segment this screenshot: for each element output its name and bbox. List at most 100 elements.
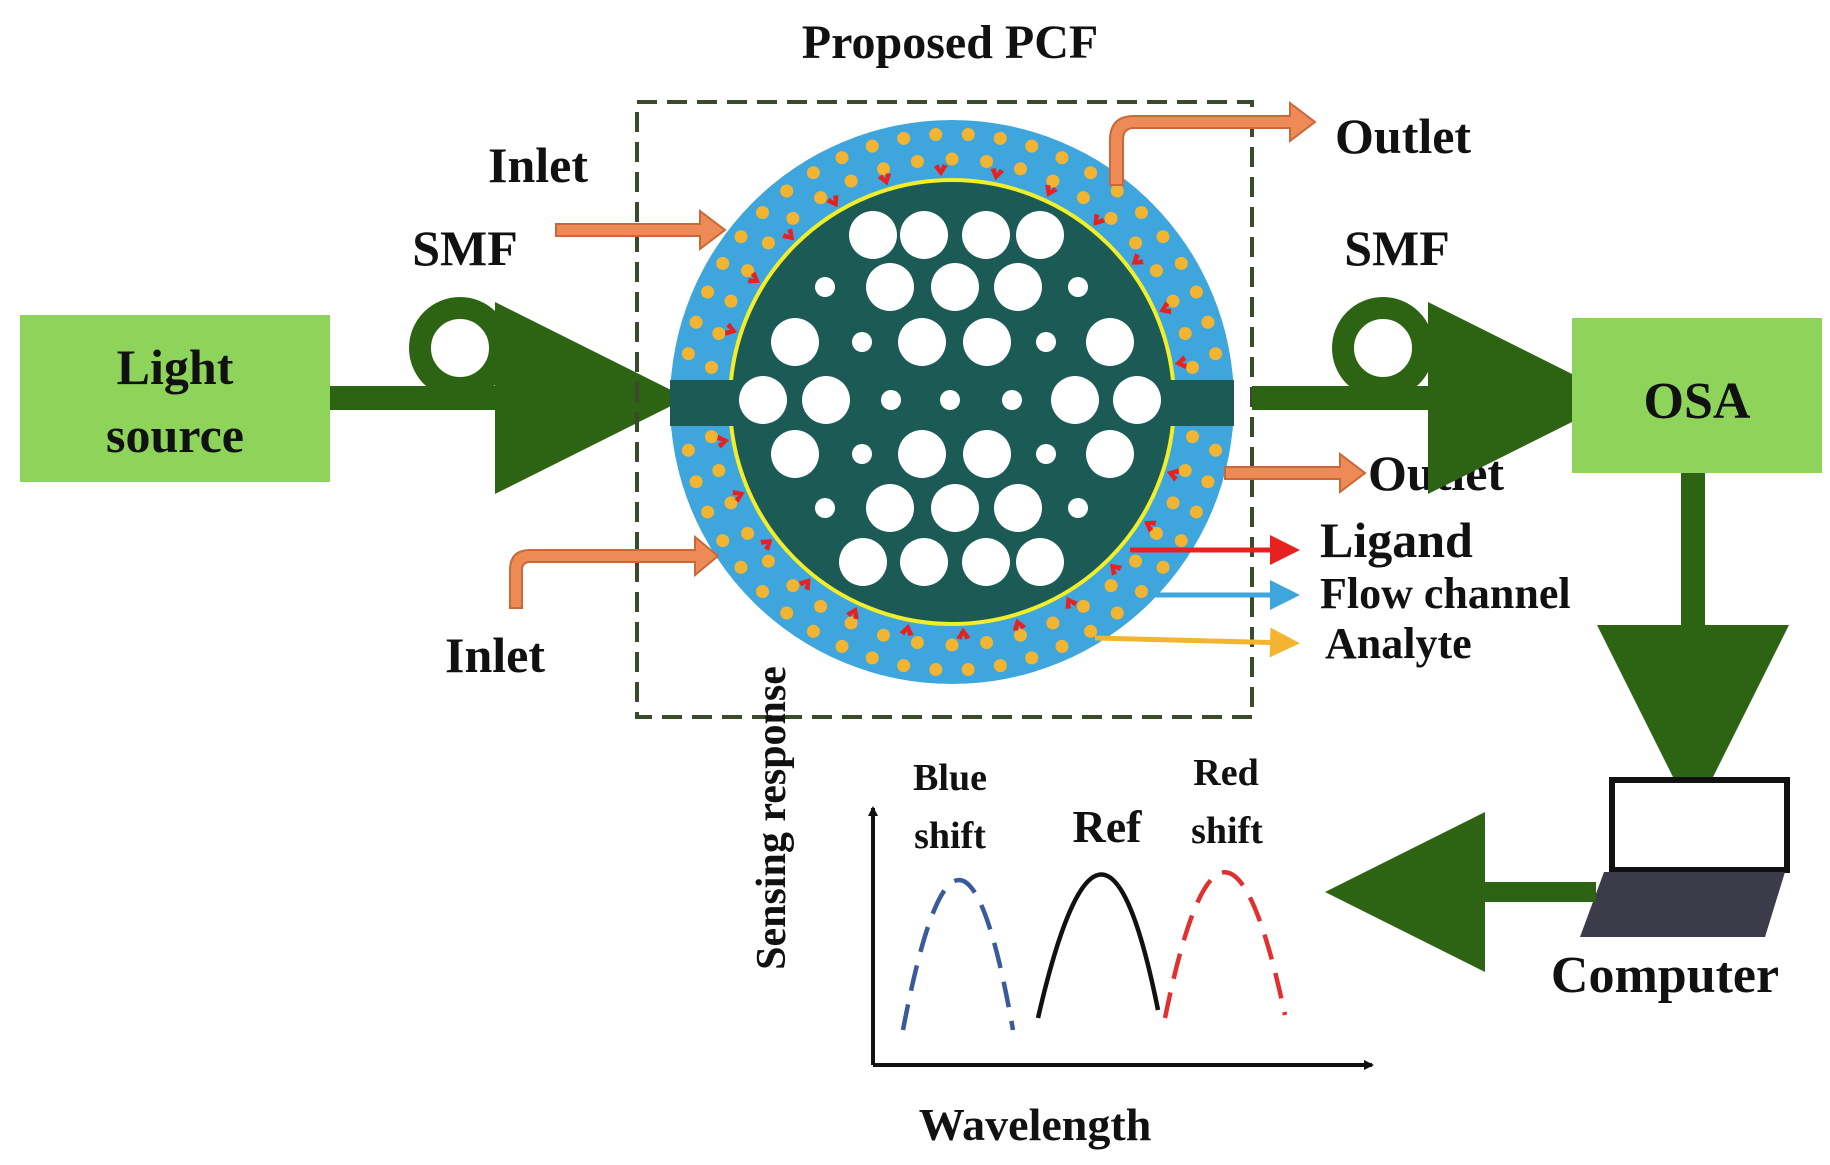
analyte-dot	[1046, 616, 1060, 630]
analyte-dot	[814, 599, 828, 613]
air-hole-small	[852, 444, 872, 464]
analyte-dot	[741, 526, 755, 540]
ligand-mark	[1093, 213, 1106, 226]
analyte-dot	[910, 155, 924, 168]
light-source-label-line2: source	[106, 407, 244, 463]
red-shift-label-line2: shift	[1191, 810, 1263, 852]
ligand-mark	[899, 623, 914, 636]
air-hole-large	[931, 484, 979, 532]
analyte-dot	[993, 131, 1007, 145]
pcf-dashed-frame	[635, 100, 1254, 719]
red-shift-curve	[1162, 870, 1288, 1019]
air-holes	[739, 211, 1161, 586]
analyte-dot	[756, 206, 769, 219]
analyte-dot	[712, 464, 726, 477]
analyte-dot	[961, 663, 975, 676]
analyte-dot	[734, 560, 748, 574]
light-source-block: Light source	[20, 315, 330, 482]
analyte-dot	[1189, 505, 1203, 519]
analyte-dot	[945, 152, 959, 166]
ligand-mark	[798, 578, 811, 591]
analyte-dot	[1174, 534, 1188, 548]
air-hole-large	[931, 263, 979, 311]
diagram-title: Proposed PCF	[802, 16, 1098, 69]
y-axis-label: Sensing response	[749, 666, 795, 970]
osa-label: OSA	[1644, 373, 1751, 430]
inlet-bottom-label: Inlet	[445, 627, 545, 683]
analyte-dot	[716, 256, 730, 270]
analyte-dot	[1129, 236, 1143, 250]
analyte-dot	[724, 294, 738, 308]
analyte-dot	[865, 139, 879, 153]
air-hole-small	[1036, 332, 1056, 352]
analyte-dot	[1110, 606, 1124, 620]
analyte-dot	[681, 347, 695, 361]
analyte-dot	[701, 505, 715, 519]
analyte-dot	[1209, 347, 1223, 361]
analyte-dot	[993, 659, 1007, 673]
analyte-dot	[961, 128, 975, 141]
osa-block: OSA	[1572, 318, 1822, 473]
analyte-dot	[1149, 526, 1163, 540]
analyte-dot	[705, 360, 718, 374]
analyte-dot	[761, 554, 775, 568]
air-hole-large	[962, 211, 1010, 259]
air-hole-large	[962, 538, 1010, 586]
legend: Ligand Flow channel Analyte	[1094, 512, 1571, 668]
air-hole-small	[1068, 498, 1088, 518]
analyte-dot	[712, 327, 726, 340]
analyte-dot	[806, 624, 820, 638]
air-hole-large	[900, 211, 948, 259]
ligand-mark	[732, 489, 745, 503]
analyte-dot	[1178, 464, 1192, 477]
air-hole-large	[839, 538, 887, 586]
analyte-dot	[1104, 579, 1118, 593]
air-hole-large	[771, 430, 819, 478]
analyte-dot	[1055, 639, 1069, 653]
analyte-dot	[929, 663, 943, 676]
analyte-dot	[945, 638, 959, 652]
red-shift-label-line1: Red	[1193, 752, 1258, 794]
analyte-dot	[1209, 443, 1223, 457]
analyte-dot	[1084, 624, 1098, 638]
analyte-dot	[1149, 264, 1163, 278]
analyte-dot	[689, 475, 703, 489]
ligand-molecules	[717, 164, 1187, 640]
smf-fiber-left: SMF	[330, 220, 687, 494]
air-hole-small	[1002, 390, 1022, 410]
legend-flow-channel-label: Flow channel	[1320, 569, 1571, 618]
inlet-top-label: Inlet	[488, 137, 588, 193]
computer-label: Computer	[1551, 947, 1779, 1004]
air-hole-small	[881, 390, 901, 410]
analyte-dot	[701, 285, 715, 299]
analyte-dot	[1166, 496, 1180, 510]
air-hole-large	[1016, 538, 1064, 586]
analyte-dot	[897, 131, 911, 145]
ligand-mark	[933, 164, 948, 177]
air-hole-large	[898, 318, 946, 366]
ligand-mark	[1166, 468, 1179, 482]
legend-analyte-label: Analyte	[1325, 619, 1472, 668]
analyte-dot	[689, 315, 703, 329]
analyte-pointer	[1094, 627, 1300, 658]
air-hole-large	[898, 430, 946, 478]
analyte-dot	[1025, 139, 1039, 153]
analyte-dot	[1166, 294, 1180, 308]
analyte-dot	[1186, 430, 1199, 444]
legend-ligand-label: Ligand	[1320, 512, 1473, 568]
x-axis-label: Wavelength	[919, 1099, 1152, 1150]
ligand-mark	[1144, 520, 1157, 533]
air-hole-large	[963, 430, 1011, 478]
air-hole-large	[866, 263, 914, 311]
analyte-dot	[1129, 554, 1143, 568]
ref-curve	[1035, 872, 1161, 1019]
analyte-dot	[741, 264, 755, 278]
air-hole-large	[866, 484, 914, 532]
pcf-cross-section	[635, 100, 1254, 719]
blue-shift-label-line2: shift	[914, 815, 986, 857]
outlet-right: Outlet	[1224, 445, 1504, 501]
laptop-base	[1580, 872, 1785, 937]
analyte-dot	[844, 616, 858, 630]
analyte-dot	[780, 606, 794, 620]
